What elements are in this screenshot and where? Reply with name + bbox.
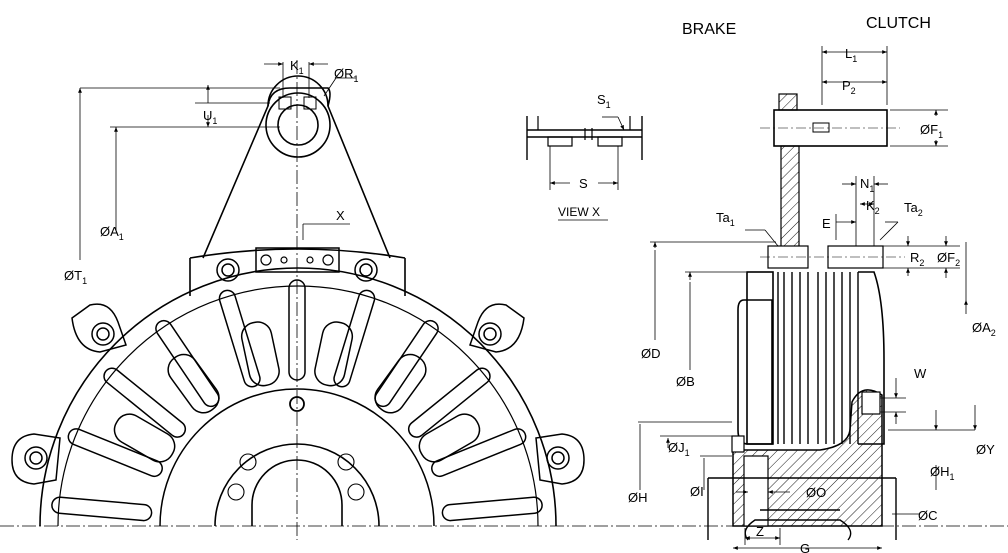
hub-outer (214, 443, 380, 527)
label-X: X (336, 208, 345, 223)
label-D: ØD (641, 346, 661, 361)
label-B: ØB (676, 374, 695, 389)
label-P2: P2 (842, 78, 856, 96)
label-U1: U1 (203, 108, 217, 126)
label-K2: K2 (866, 198, 880, 216)
label-G: G (800, 541, 810, 553)
armature (746, 271, 774, 445)
hub-swirl-holes (227, 453, 365, 501)
housing-left (737, 299, 773, 445)
label-S: S (579, 176, 588, 191)
outer-ring-inner (57, 285, 539, 527)
label-S1: S1 (597, 92, 611, 110)
label-Z: Z (756, 524, 764, 539)
label-R2: R2 (910, 250, 924, 268)
label-Y: ØY (976, 442, 995, 457)
label-A2: ØA2 (972, 320, 996, 338)
text-layer: BRAKE CLUTCH VIEW X K1 ØR1 U1 ØA1 ØT1 X … (64, 15, 996, 553)
clamp-block (255, 247, 340, 273)
label-F2: ØF2 (937, 250, 960, 268)
brake-title: BRAKE (682, 21, 736, 38)
inner-windows (113, 321, 481, 463)
label-O: ØO (806, 485, 826, 500)
vent-hole (289, 396, 305, 412)
label-K1: K1 (290, 58, 304, 76)
label-I: ØI (690, 484, 704, 499)
arm-bore (277, 104, 319, 146)
section-dimensions (638, 46, 977, 550)
label-T1: ØT1 (64, 268, 87, 286)
arm-web (780, 145, 800, 249)
label-A1: ØA1 (100, 224, 124, 242)
label-Ta2: Ta2 (904, 200, 923, 218)
label-R1: ØR1 (334, 66, 359, 84)
label-J1: ØJ1 (668, 440, 690, 458)
key-slot-right (303, 96, 317, 110)
label-F1: ØF1 (920, 122, 943, 140)
torque-arm (202, 75, 391, 259)
outer-ring (39, 267, 557, 527)
cooling-slots (51, 279, 543, 522)
friction-discs (777, 272, 859, 444)
view-x-title: VIEW X (558, 205, 600, 219)
label-L1: L1 (845, 46, 857, 64)
housing-right (858, 271, 885, 445)
front-dimensions (78, 62, 356, 260)
lug-holes (24, 258, 570, 470)
label-H1: ØH1 (930, 464, 955, 482)
front-view (0, 60, 1008, 540)
arm-boss (265, 92, 331, 158)
hub-bore (251, 459, 343, 526)
label-C: ØC (918, 508, 938, 523)
label-E: E (822, 216, 831, 231)
label-W: W (914, 366, 927, 381)
section-view (707, 93, 905, 541)
label-N1: N1 (860, 176, 874, 194)
label-H: ØH (628, 490, 648, 505)
clutch-title: CLUTCH (866, 15, 931, 32)
label-Ta1: Ta1 (716, 210, 735, 228)
view-x (526, 116, 643, 221)
clamp-bolts (260, 254, 334, 266)
mounting-lugs (11, 303, 585, 485)
top-lug (189, 248, 406, 296)
inner-ring (159, 388, 435, 527)
key-slot-left (278, 96, 292, 110)
